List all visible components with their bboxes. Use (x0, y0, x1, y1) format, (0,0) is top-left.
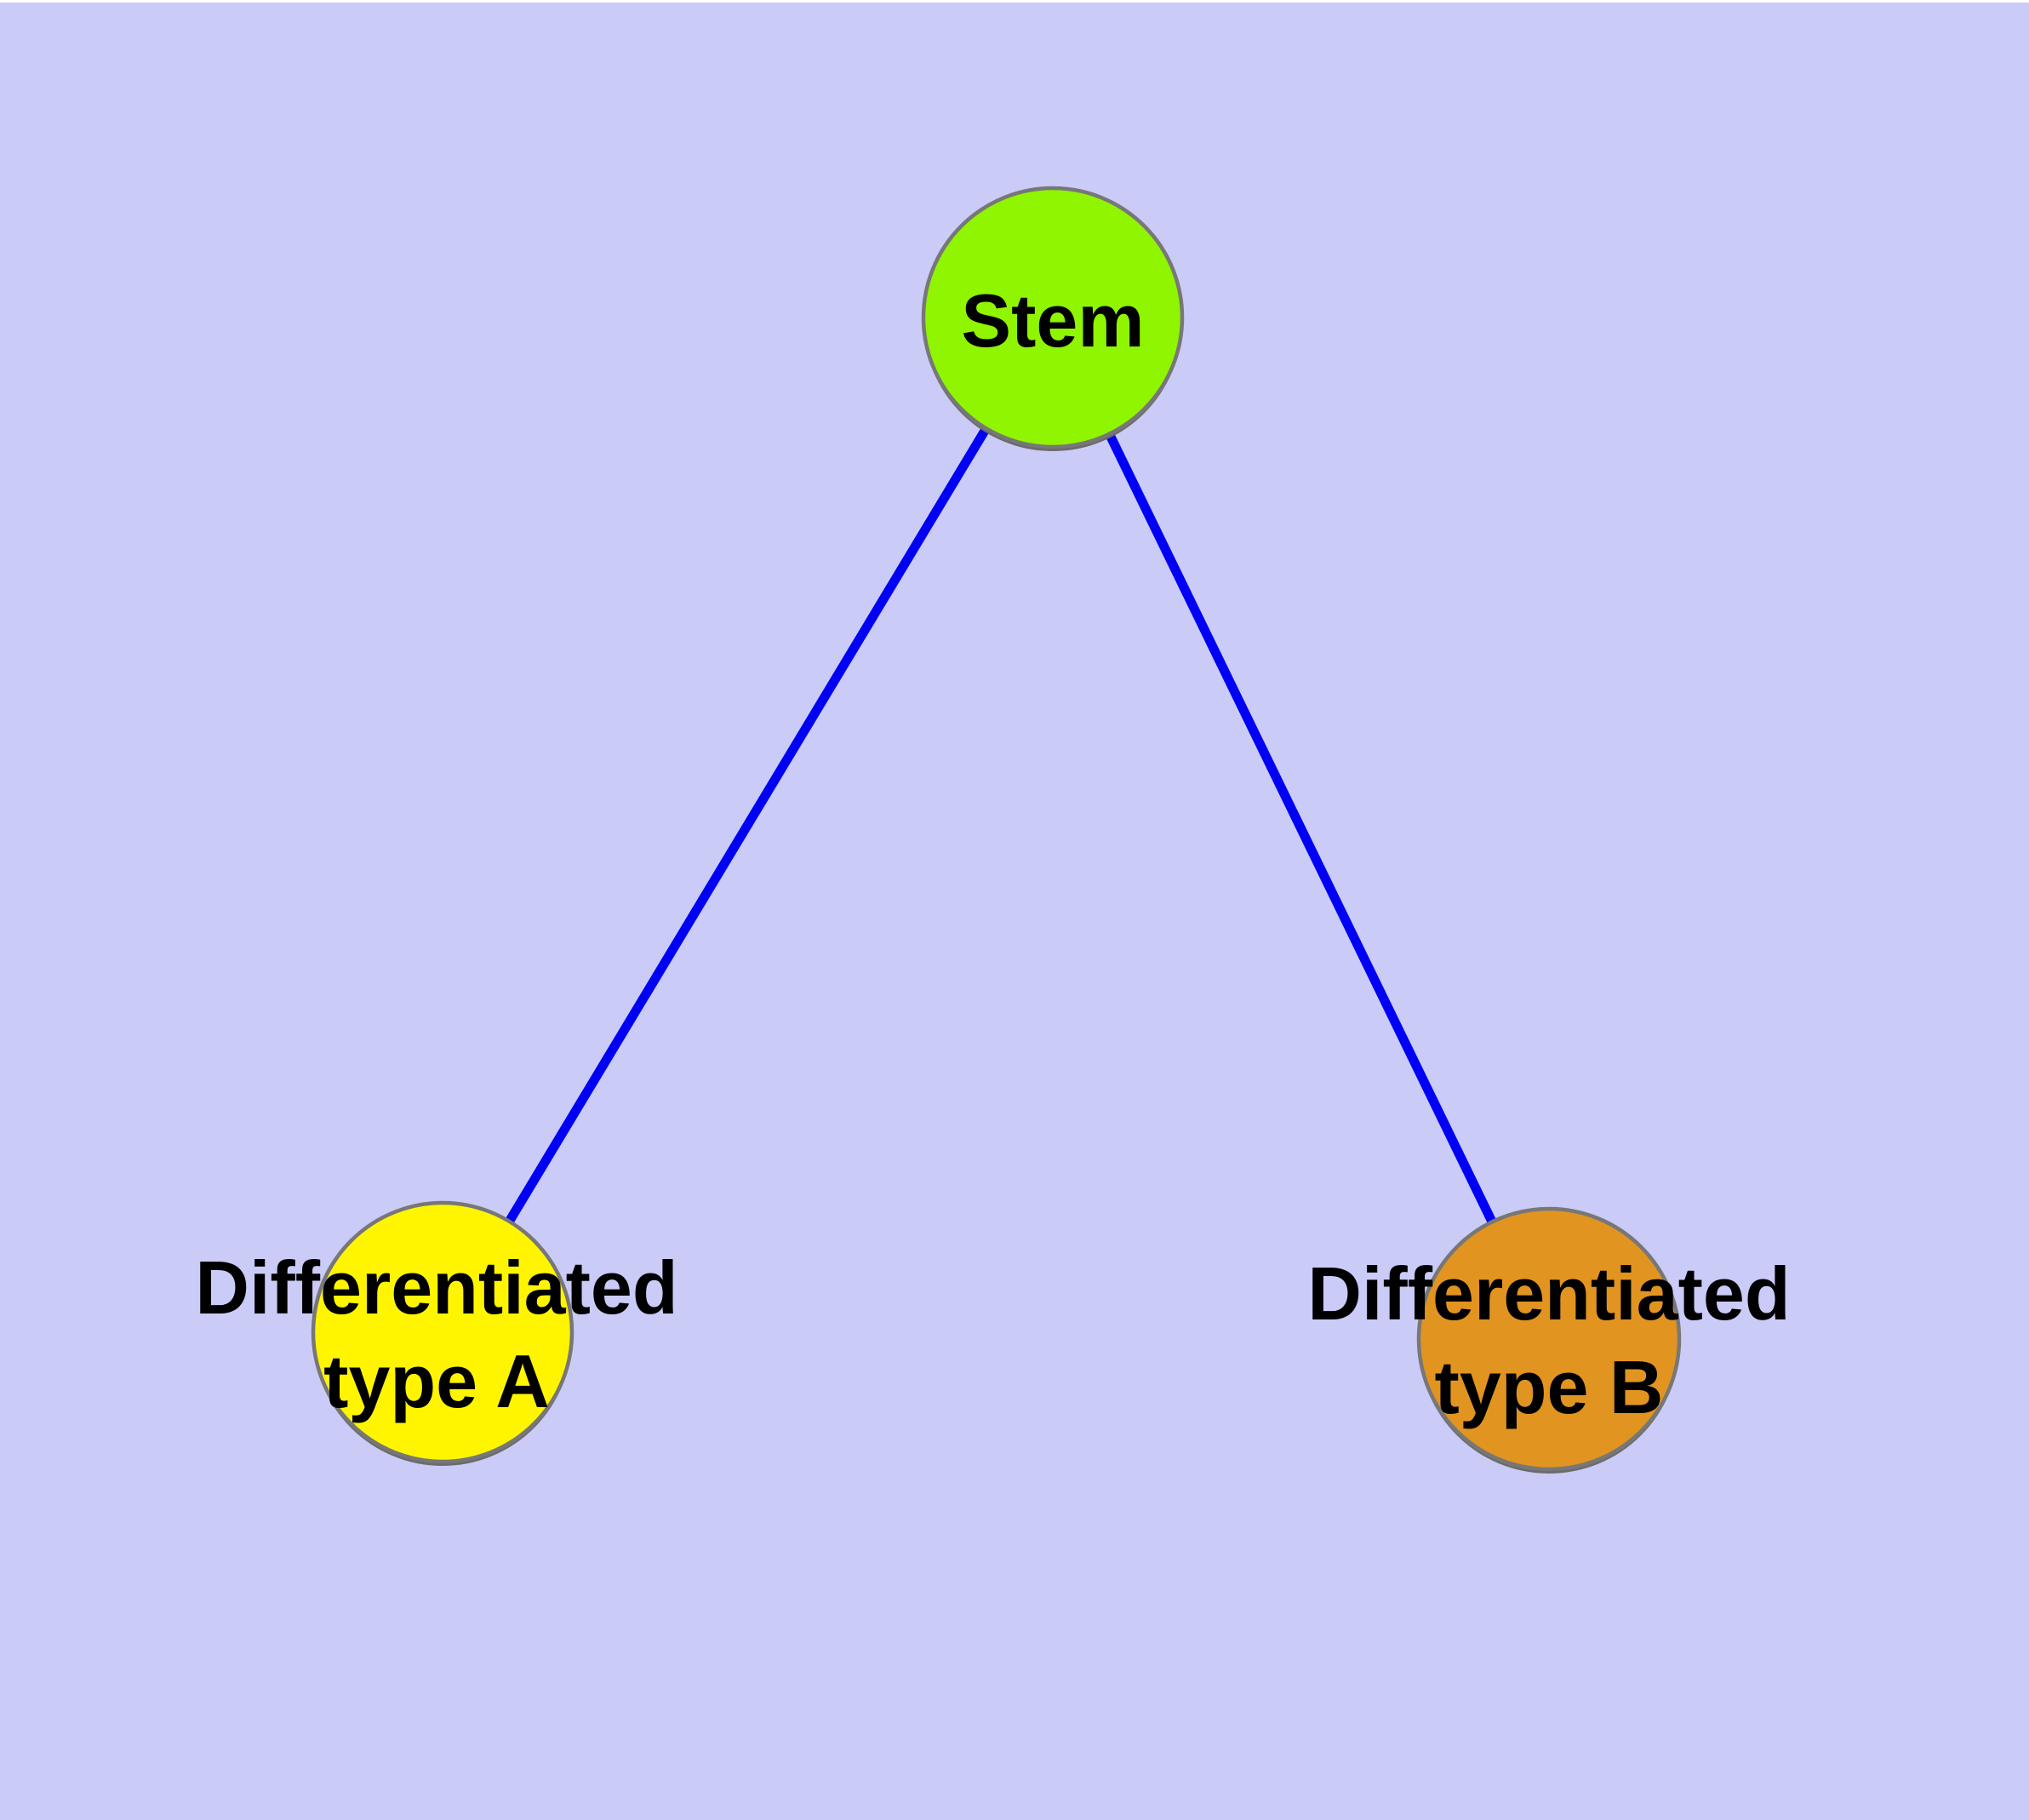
type-b-node-circle (1416, 1206, 1682, 1472)
stem-node-circle (921, 186, 1185, 449)
type-a-node-circle (311, 1200, 574, 1464)
edge-stem-to-type-a (438, 315, 1057, 1335)
top-margin-strip (0, 0, 2029, 3)
edge-stem-to-type-b (1049, 315, 1553, 1342)
